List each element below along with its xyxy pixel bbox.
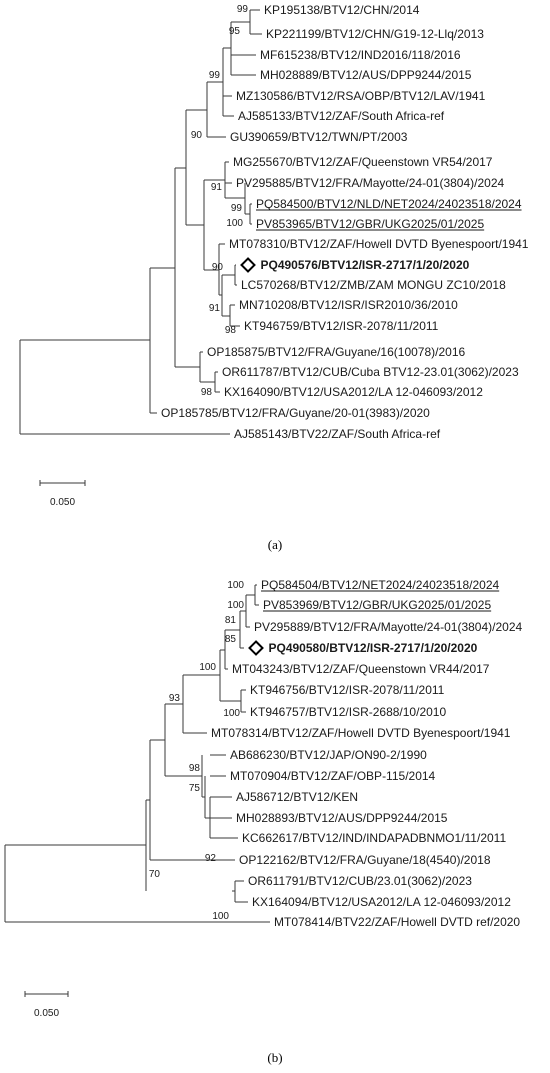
bootstrap-value: 100 xyxy=(227,600,244,611)
leaf-label: AJ586712/BTV12/KEN xyxy=(236,790,358,804)
leaf-label: PQ584504/BTV12/NET2024/24023518/2024 xyxy=(261,578,500,592)
panel-a-tree: KP195138/BTV12/CHN/2014KP221199/BTV12/CH… xyxy=(19,3,529,552)
leaf-label: AJ585143/BTV22/ZAF/South Africa-ref xyxy=(234,427,441,441)
bootstrap-value: 98 xyxy=(225,325,237,336)
leaf-label: MT070904/BTV12/ZAF/OBP-115/2014 xyxy=(230,769,436,783)
highlight-diamond-icon xyxy=(240,257,256,273)
leaf-label: PQ490580/BTV12/ISR-2717/1/20/2020 xyxy=(269,641,478,655)
leaf-label: KC662617/BTV12/IND/INDAPADBNMO1/11/2011 xyxy=(242,831,506,845)
leaf-label: MT078314/BTV12/ZAF/Howell DVTD Byenespoo… xyxy=(211,726,511,740)
scale-bar-label: 0.050 xyxy=(34,1008,59,1019)
bootstrap-value: 70 xyxy=(149,869,161,880)
bootstrap-value: 92 xyxy=(205,853,217,864)
bootstrap-value: 93 xyxy=(169,693,181,704)
leaf-label: MF615238/BTV12/IND2016/118/2016 xyxy=(260,48,461,62)
leaf-label: PQ490576/BTV12/ISR-2717/1/20/2020 xyxy=(261,258,470,272)
highlight-diamond-icon xyxy=(248,640,264,656)
leaf-label: KT946759/BTV12/ISR-2078/11/2011 xyxy=(244,319,439,333)
leaf-label: OR611791/BTV12/CUB/23.01(3062)/2023 xyxy=(248,874,472,888)
bootstrap-value: 98 xyxy=(189,763,201,774)
leaf-label: PV295885/BTV12/FRA/Mayotte/24-01(3804)/2… xyxy=(236,176,504,190)
leaf-label: KP195138/BTV12/CHN/2014 xyxy=(264,3,420,17)
scale-bar-label: 0.050 xyxy=(50,497,75,508)
panel-b-tree: PQ584504/BTV12/NET2024/24023518/2024PV85… xyxy=(4,578,522,1065)
panel-label: (a) xyxy=(268,537,282,552)
bootstrap-value: 100 xyxy=(199,662,216,673)
bootstrap-value: 99 xyxy=(209,70,221,81)
leaf-label: KX164094/BTV12/USA2012/LA 12-046093/2012 xyxy=(252,895,511,909)
leaf-label: MT043243/BTV12/ZAF/Queenstown VR44/2017 xyxy=(232,662,490,676)
leaf-label: PV853965/BTV12/GBR/UKG2025/01/2025 xyxy=(256,217,484,231)
leaf-label: KT946756/BTV12/ISR-2078/11/2011 xyxy=(250,683,445,697)
leaf-label: GU390659/BTV12/TWN/PT/2003 xyxy=(230,130,408,144)
bootstrap-value: 91 xyxy=(209,303,221,314)
leaf-label: OR611787/BTV12/CUB/Cuba BTV12-23.01(3062… xyxy=(222,365,519,379)
bootstrap-value: 100 xyxy=(226,218,243,229)
panel-label: (b) xyxy=(267,1050,282,1065)
leaf-label: MT078414/BTV22/ZAF/Howell DVTD ref/2020 xyxy=(274,915,520,929)
leaf-label: LC570268/BTV12/ZMB/ZAM MONGU ZC10/2018 xyxy=(241,278,506,292)
leaf-label: PV853969/BTV12/GBR/UKG2025/01/2025 xyxy=(263,598,491,612)
bootstrap-value: 100 xyxy=(212,911,229,922)
bootstrap-value: 90 xyxy=(212,262,224,273)
leaf-label: KX164090/BTV12/USA2012/LA 12-046093/2012 xyxy=(224,385,483,399)
leaf-label: MH028893/BTV12/AUS/DPP9244/2015 xyxy=(236,811,448,825)
bootstrap-value: 81 xyxy=(225,615,237,626)
bootstrap-value: 91 xyxy=(211,182,223,193)
leaf-label: MN710208/BTV12/ISR/ISR2010/36/2010 xyxy=(239,298,458,312)
leaf-label: MH028889/BTV12/AUS/DPP9244/2015 xyxy=(260,68,472,82)
leaf-label: KT946757/BTV12/ISR-2688/10/2010 xyxy=(250,705,446,719)
bootstrap-value: 75 xyxy=(189,783,201,794)
bootstrap-value: 99 xyxy=(237,4,249,15)
leaf-label: PQ584500/BTV12/NLD/NET2024/24023518/2024 xyxy=(256,197,522,211)
bootstrap-value: 100 xyxy=(223,708,240,719)
leaf-label: PV295889/BTV12/FRA/Mayotte/24-01(3804)/2… xyxy=(254,620,522,634)
leaf-label: MT078310/BTV12/ZAF/Howell DVTD Byenespoo… xyxy=(229,237,529,251)
leaf-label: OP122162/BTV12/FRA/Guyane/18(4540)/2018 xyxy=(239,853,491,867)
bootstrap-value: 95 xyxy=(229,26,241,37)
bootstrap-value: 99 xyxy=(231,203,243,214)
leaf-label: AB686230/BTV12/JAP/ON90-2/1990 xyxy=(230,748,427,762)
bootstrap-value: 90 xyxy=(191,130,203,141)
leaf-label: AJ585133/BTV12/ZAF/South Africa-ref xyxy=(238,109,445,123)
leaf-label: OP185785/BTV12/FRA/Guyane/20-01(3983)/20… xyxy=(161,406,430,420)
bootstrap-value: 100 xyxy=(227,580,244,591)
leaf-label: KP221199/BTV12/CHN/G19-12-Llq/2013 xyxy=(266,27,484,41)
leaf-label: OP185875/BTV12/FRA/Guyane/16(10078)/2016 xyxy=(207,345,465,359)
bootstrap-value: 85 xyxy=(225,634,237,645)
bootstrap-value: 98 xyxy=(201,387,213,398)
leaf-label: MZ130586/BTV12/RSA/OBP/BTV12/LAV/1941 xyxy=(236,89,486,103)
leaf-label: MG255670/BTV12/ZAF/Queenstown VR54/2017 xyxy=(233,155,493,169)
